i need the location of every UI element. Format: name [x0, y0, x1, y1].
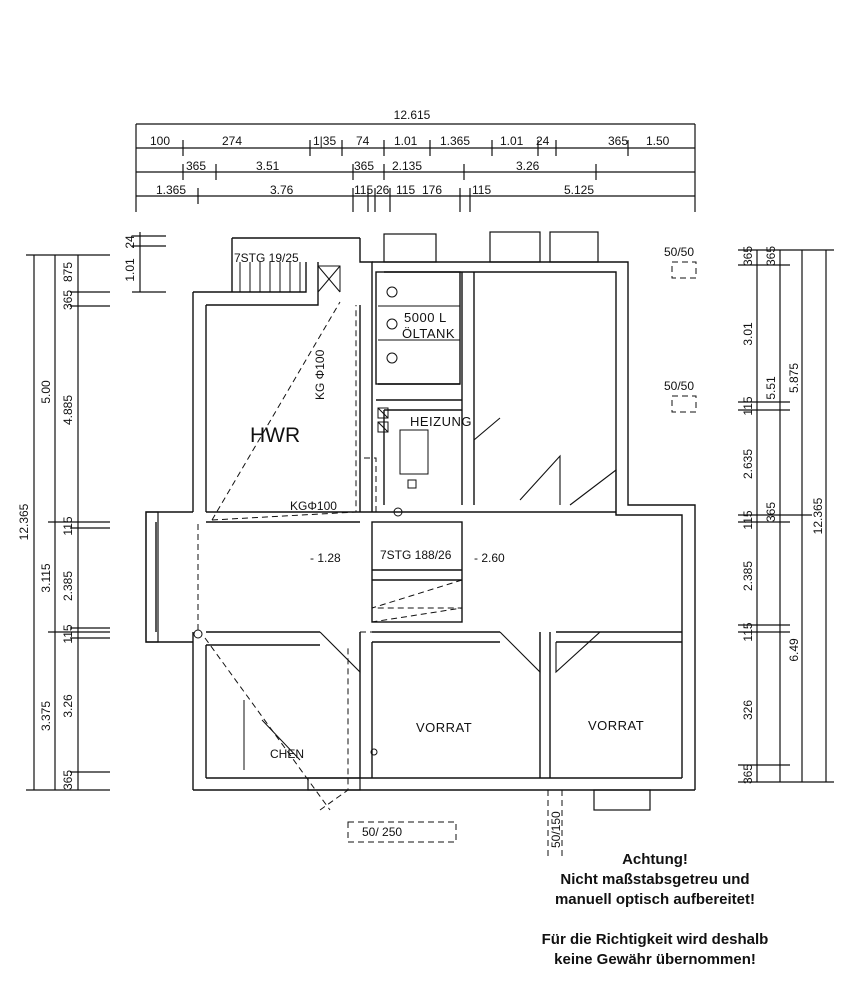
dim-right-inner-3: 2.635 — [741, 449, 755, 479]
dim-top-r1-2: 1|35 — [313, 134, 336, 148]
right-dimension-labels: 12.365 5.875 6.49 365 5.51 365 365 3.01 … — [741, 246, 825, 784]
dim-right-mid-0: 365 — [764, 246, 778, 266]
dim-left-inner-4: 2.385 — [61, 571, 75, 601]
room-hwr: HWR — [250, 424, 300, 447]
stair-mid-label: 7STG 188/26 — [380, 548, 452, 562]
notice-line-3: manuell optisch aufbereitet! — [554, 891, 756, 908]
dim-right-inner-6: 115 — [741, 622, 755, 641]
left-dimension-labels: 12.365 5.00 3.115 3.375 875 365 4.885 11… — [17, 235, 137, 790]
dim-top-r1-3: 74 — [356, 134, 370, 148]
dim-top-r3-0: 1.365 — [156, 183, 186, 197]
tank-label: ÖLTANK — [402, 326, 455, 341]
top-dimension-lines — [135, 123, 696, 212]
room-partial-label: CHEN — [270, 747, 304, 761]
dim-top-r1-5: 1.365 — [440, 134, 470, 148]
dim-left-outer-2: 3.375 — [39, 701, 53, 731]
notice-line-2: Nicht maßstabsgetreu und — [560, 871, 750, 888]
dim-right-total: 12.365 — [811, 497, 825, 534]
dim-top-r1-0: 100 — [150, 134, 170, 148]
dim-right-inner-7: 326 — [741, 700, 755, 720]
windows — [145, 231, 651, 811]
window-label-3: 50/ 250 — [362, 825, 402, 839]
dim-right-inner-0: 365 — [741, 246, 755, 266]
dim-left-inner-2: 4.885 — [61, 395, 75, 425]
dim-top-r1-4: 1.01 — [394, 134, 418, 148]
disclaimer-notice: Achtung! Nicht maßstabsgetreu und manuel… — [505, 850, 805, 970]
notice-line-4: Für die Richtigkeit wird deshalb — [541, 931, 769, 948]
dim-top-r3-6: 115 — [472, 183, 491, 197]
dim-right-inner-8: 365 — [741, 764, 755, 784]
dim-left-outer-0: 5.00 — [39, 380, 53, 404]
level-label-2: - 2.60 — [474, 551, 505, 565]
dim-top-r2-0: 365 — [186, 159, 206, 173]
dim-right-mid-2: 365 — [764, 502, 778, 522]
tank-volume: 5000 L — [404, 310, 447, 325]
dim-right-outer-1: 6.49 — [787, 638, 801, 662]
dim-top-r3-4: 115 — [396, 183, 415, 197]
dim-left-inner-1: 365 — [61, 290, 75, 310]
left-dimension-lines — [26, 232, 166, 791]
stair-top-label: 7STG 19/25 — [234, 251, 299, 265]
dim-right-mid-1: 5.51 — [764, 376, 778, 400]
pipe-lines — [197, 261, 697, 860]
dim-left-stair-1: 1.01 — [123, 258, 137, 282]
pipe-label-2: KGΦ100 — [290, 499, 337, 513]
dim-top-r2-2: 365 — [354, 159, 374, 173]
dim-top-r3-7: 5.125 — [564, 183, 594, 197]
dim-left-inner-0: 875 — [61, 262, 75, 282]
dim-top-r3-3: 26 — [376, 183, 390, 197]
room-vorrat-right: VORRAT — [588, 718, 644, 733]
notice-line-5: keine Gewähr übernommen! — [554, 951, 756, 968]
door-swings — [319, 417, 617, 674]
dim-top-r1-6: 1.01 — [500, 134, 524, 148]
dim-right-outer-0: 5.875 — [787, 363, 801, 393]
room-vorrat-left: VORRAT — [416, 720, 472, 735]
annotation-labels: 7STG 19/25 7STG 188/26 KG Φ100 KGΦ100 - … — [234, 245, 694, 848]
dim-left-outer-1: 3.115 — [39, 563, 53, 592]
dim-left-inner-6: 3.26 — [61, 694, 75, 718]
dim-top-r1-9: 1.50 — [646, 134, 670, 148]
right-dimension-lines — [738, 249, 834, 783]
pipe-label-1: KG Φ100 — [313, 349, 327, 400]
notice-line-1: Achtung! — [622, 851, 688, 868]
dim-top-r2-3: 2.135 — [392, 159, 422, 173]
top-dimension-labels: 12.615 100 274 1|35 74 1.01 1.365 1.01 2… — [150, 108, 670, 197]
dim-top-r1-1: 274 — [222, 134, 242, 148]
dim-left-total: 12.365 — [17, 503, 31, 540]
dim-top-r1-7: 24 — [536, 134, 550, 148]
dim-right-inner-4: 115 — [741, 510, 755, 529]
dim-left-inner-3: 115 — [61, 516, 75, 535]
dim-left-inner-5: 115 — [61, 624, 75, 643]
room-labels: HWR VORRAT VORRAT HEIZUNG 5000 L ÖLTANK … — [250, 310, 644, 761]
dim-top-r3-5: 176 — [422, 183, 442, 197]
dim-top-total: 12.615 — [394, 108, 431, 122]
dim-left-inner-7: 365 — [61, 770, 75, 790]
room-heizung: HEIZUNG — [410, 414, 472, 429]
dim-top-r1-8: 365 — [608, 134, 628, 148]
dim-top-r3-2: 115 — [354, 183, 373, 197]
stairs-top — [239, 262, 341, 293]
window-label-2: 50/50 — [664, 379, 694, 393]
dim-right-inner-5: 2.385 — [741, 561, 755, 591]
dim-top-r2-1: 3.51 — [256, 159, 280, 173]
dim-top-r3-1: 3.76 — [270, 183, 294, 197]
tank-fixtures — [193, 286, 460, 770]
level-label-1: - 1.28 — [310, 551, 341, 565]
dim-top-r2-4: 3.26 — [516, 159, 540, 173]
dim-right-inner-2: 115 — [741, 396, 755, 415]
dim-left-stair-0: 24 — [123, 235, 137, 249]
window-label-4: 50/150 — [549, 811, 563, 848]
dim-right-inner-1: 3.01 — [741, 322, 755, 346]
window-label-1: 50/50 — [664, 245, 694, 259]
